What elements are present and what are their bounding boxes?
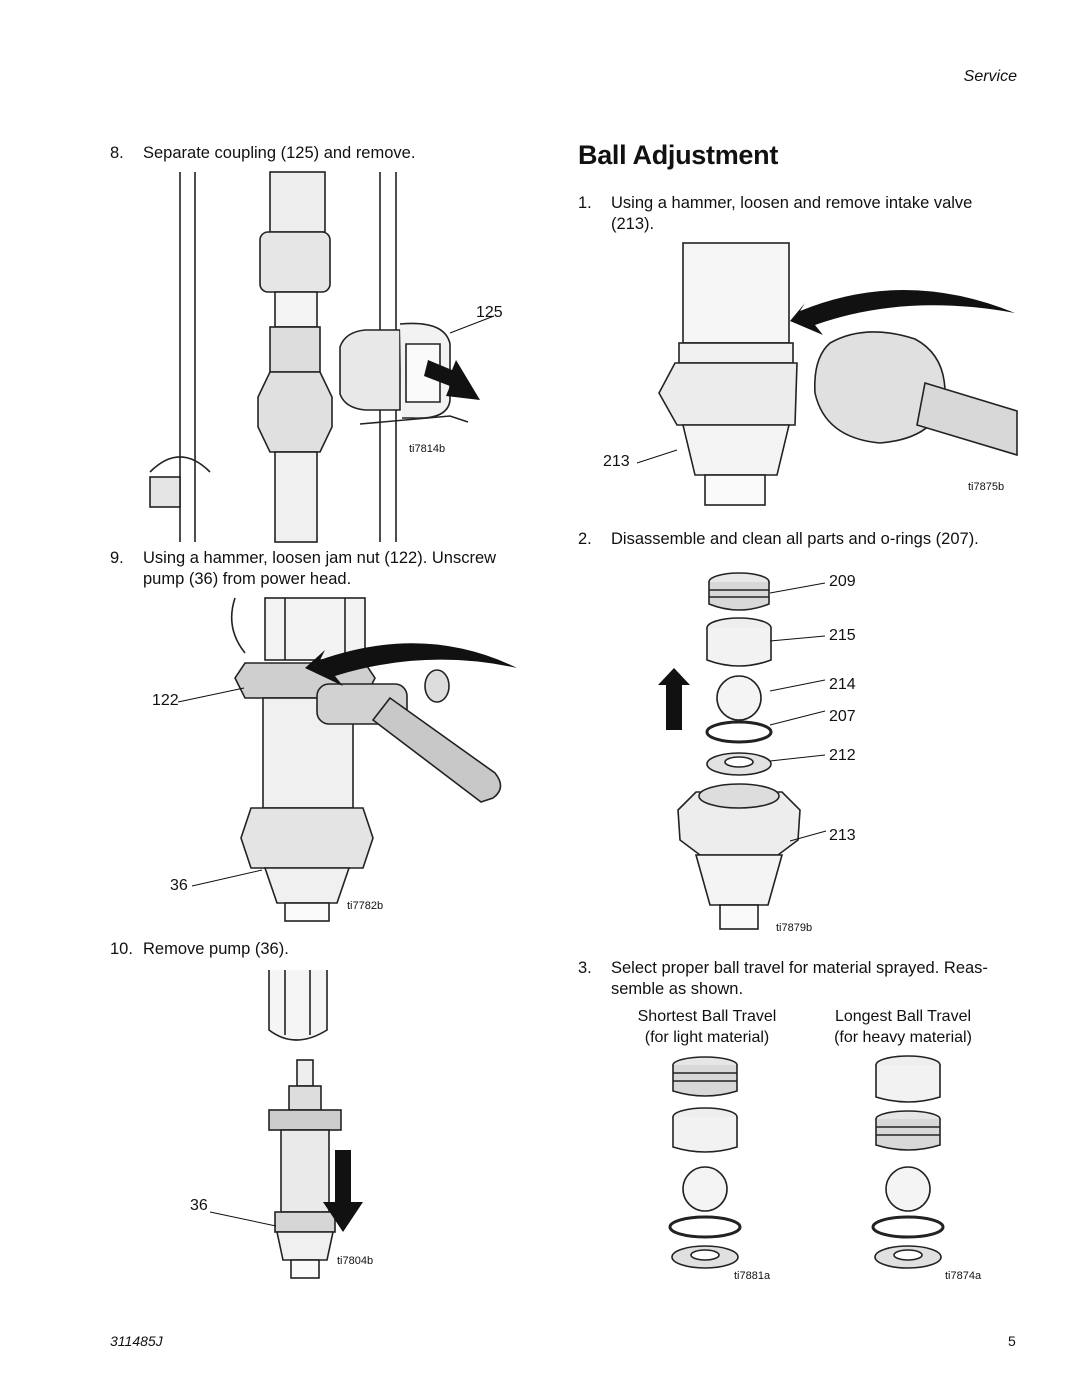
shortest-travel-caption: Shortest Ball Travel (for light material…	[612, 1006, 802, 1048]
shortest-travel-stack-illustration	[668, 1056, 742, 1269]
caption-title: Shortest Ball Travel	[637, 1008, 777, 1025]
callout-122: 122	[152, 692, 179, 709]
caption-title: Longest Ball Travel	[834, 1008, 972, 1025]
callout-213: 213	[603, 453, 630, 470]
jam-nut-hammer-illustration	[230, 597, 517, 922]
longest-travel-caption: Longest Ball Travel (for heavy material)	[808, 1006, 998, 1048]
step-number: 10.	[110, 940, 133, 958]
callout-leaders	[769, 582, 826, 762]
callout-125: 125	[476, 304, 503, 321]
callout-leader	[789, 830, 827, 842]
section-title: Ball Adjustment	[578, 140, 779, 170]
figure-id: ti7879b	[776, 922, 813, 934]
figure-id: ti7782b	[347, 900, 384, 912]
caption-subtitle: (for heavy material)	[834, 1029, 972, 1046]
callout-leader	[177, 687, 245, 703]
figure-id: ti7874a	[945, 1270, 982, 1282]
page-number: 5	[1008, 1333, 1016, 1349]
step-text-line1: Using a hammer, loosen and remove intake…	[611, 194, 973, 212]
intake-valve-hammer-illustration	[658, 242, 1018, 506]
step-text-line2: semble as shown.	[611, 980, 744, 998]
step-number: 3.	[578, 959, 592, 977]
figure-id: ti7804b	[337, 1255, 374, 1267]
caption-subtitle: (for light material)	[644, 1029, 770, 1046]
callout-leader	[191, 869, 263, 887]
callout-209: 209	[829, 573, 856, 590]
callout-212: 212	[829, 747, 856, 764]
callout-215: 215	[829, 627, 856, 644]
callout-leader	[209, 1211, 277, 1227]
step-number: 9.	[110, 549, 124, 567]
longest-travel-stack-illustration	[871, 1055, 945, 1269]
step-number: 1.	[578, 194, 592, 212]
figure-id: ti7814b	[409, 443, 446, 455]
pump-removal-illustration	[268, 970, 363, 1279]
callout-leader	[449, 315, 495, 334]
callout-214: 214	[829, 676, 856, 693]
callout-36: 36	[190, 1197, 208, 1214]
figure-id: ti7875b	[968, 481, 1005, 493]
coupling-removal-illustration	[149, 171, 480, 543]
step-number: 8.	[110, 144, 124, 162]
step-10: 10. Remove pump (36).	[110, 939, 550, 961]
step-text-line2: (213).	[611, 215, 655, 233]
exploded-view-illustration	[658, 572, 801, 930]
step-text: Separate coupling (125) and remove.	[143, 144, 416, 162]
step-text-line2: pump (36) from power head.	[143, 570, 352, 588]
section-header: Service	[963, 68, 1017, 85]
step-text-line1: Select proper ball travel for material s…	[611, 959, 988, 977]
callout-36: 36	[170, 877, 188, 894]
step-8: 8. Separate coupling (125) and remove.	[110, 143, 550, 165]
step-3: 3. Select proper ball travel for materia…	[578, 958, 1028, 1002]
document-number: 311485J	[110, 1333, 163, 1349]
step-9: 9. Using a hammer, loosen jam nut (122).…	[110, 548, 550, 592]
step-text-line1: Using a hammer, loosen jam nut (122). Un…	[143, 549, 497, 567]
callout-207: 207	[829, 708, 856, 725]
callout-213: 213	[829, 827, 856, 844]
figure-id: ti7881a	[734, 1270, 771, 1282]
step-number: 2.	[578, 530, 592, 548]
callout-leader	[636, 449, 678, 464]
step-1: 1. Using a hammer, loosen and remove int…	[578, 193, 1028, 237]
step-text: Disassemble and clean all parts and o-ri…	[611, 530, 979, 548]
step-2: 2. Disassemble and clean all parts and o…	[578, 529, 1028, 551]
step-text: Remove pump (36).	[143, 940, 289, 958]
